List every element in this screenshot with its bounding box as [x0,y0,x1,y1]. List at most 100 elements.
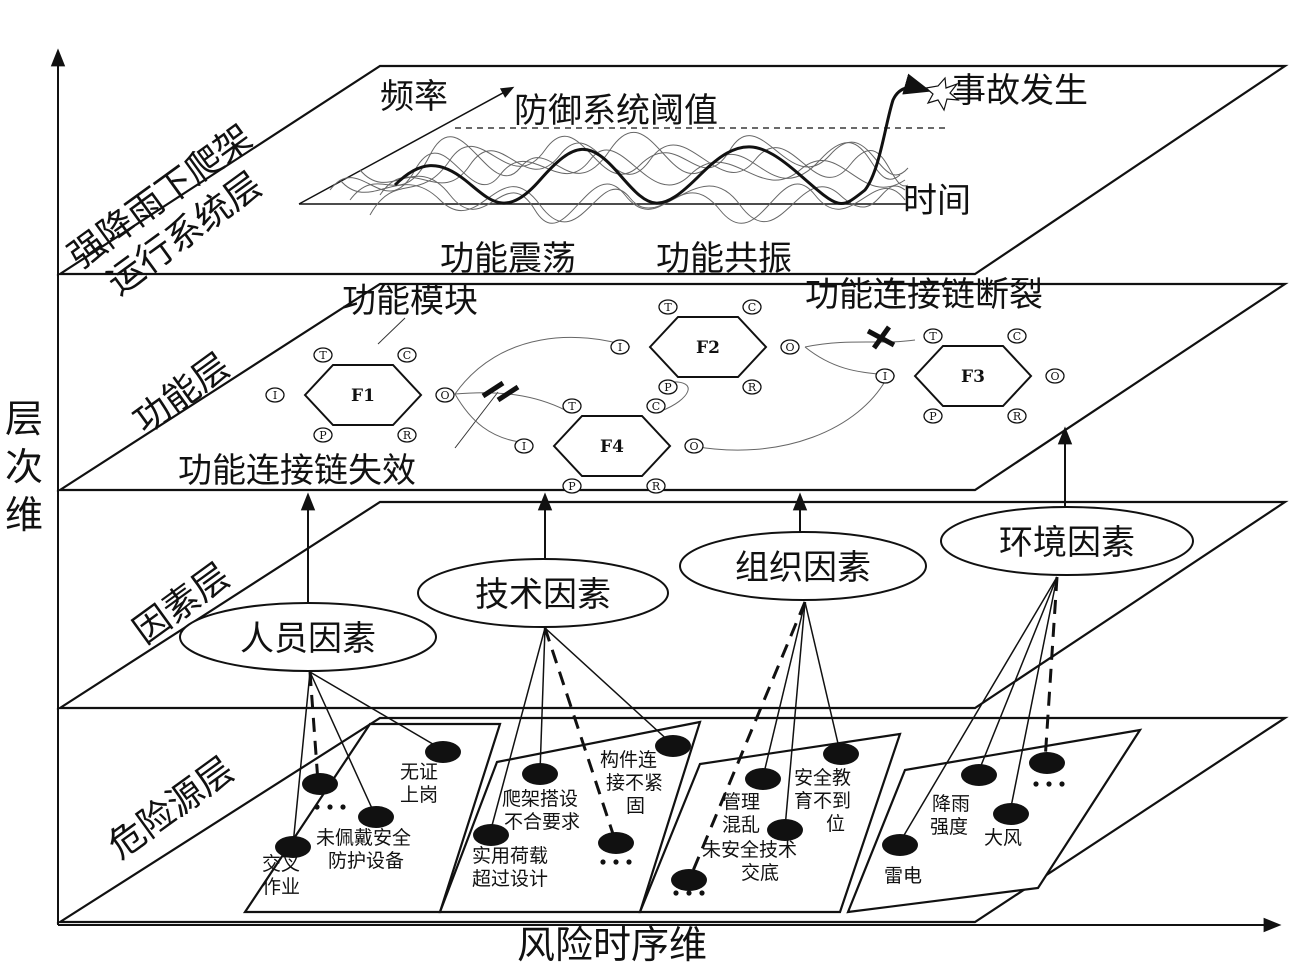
module-label: F3 [961,367,985,387]
module-hexagon [648,316,768,378]
hazard-node [522,763,558,785]
port-label: T [664,301,672,314]
hazard-node [358,806,394,828]
link-failure-marker [481,380,520,403]
organization-factor-node: 组织因素 [679,531,927,601]
hazard-label-no-cert-1: 无证 [400,761,438,783]
explosion-icon [924,76,960,112]
port-r [397,427,417,443]
ellipsis-dots [314,781,1065,896]
hazard-node [302,773,338,795]
technical-factor-node: 技术因素 [417,558,669,628]
port-p [658,379,678,395]
link-broken-marker [866,325,896,350]
hazard-node [473,824,509,846]
port-r [646,478,666,494]
hazard-node [993,803,1029,825]
hazard-label-load-2: 超过设计 [472,868,548,890]
port-label: O [689,440,698,453]
port-label: C [652,400,660,413]
accident-label: 事故发生 [952,71,1088,111]
port-t [658,299,678,315]
hazard-node [1029,752,1065,774]
hazard-label-no-ppe-1: 未佩戴安全 [316,827,411,849]
module-hexagon [552,415,672,477]
port-r [742,379,762,395]
port-label: I [618,341,622,354]
hazard-label-rain-2: 强度 [930,816,968,838]
port-label: O [785,341,794,354]
link-failure-leader [454,391,499,449]
hazard-label-no-cert-2: 上岗 [400,784,438,806]
hazard-label-briefing-1: 未安全技术 [702,839,797,861]
module-label: F2 [696,338,720,358]
port-o [684,438,704,454]
environment-factor-node: 环境因素 [940,506,1194,576]
hazard-node [745,768,781,790]
hazard-labels: 无证 上岗 未佩戴安全 防护设备 交叉 作业 构件连 接不紧 固 爬架搭设 不合… [262,749,1022,898]
technical-hazard-panel [438,720,702,914]
hazard-node [823,743,859,765]
port-t [562,398,582,414]
port-label: I [522,440,526,453]
port-p [313,427,333,443]
link-broken-label: 功能连接链断裂 [805,275,1043,315]
hazard-label-management-1: 管理 [722,791,760,813]
hazard-label-setup-1: 爬架搭设 [502,788,578,810]
port-label: T [319,349,327,362]
organization-factor-label: 组织因素 [735,548,871,588]
system-layer-plane [56,64,1289,276]
port-o [1045,368,1065,384]
hazard-node [598,832,634,854]
vertical-axis-label: 层 次 维 [5,397,43,537]
vertical-axis-char: 次 [5,445,43,489]
environment-hazard-panel [846,728,1143,914]
port-label: T [929,330,937,343]
module-label: 功能模块 [342,281,478,321]
hazard-nodes [275,735,1065,891]
hazard-label-education-3: 位 [826,813,845,835]
hazard-node [671,869,707,891]
time-label: 时间 [903,181,971,221]
port-label: I [273,389,277,402]
port-i [265,387,285,403]
hazard-label-no-ppe-2: 防护设备 [328,850,404,872]
port-o [780,339,800,355]
port-label: T [568,400,576,413]
port-label: R [1013,410,1022,423]
module-label-leader [377,317,406,345]
module-label: F4 [600,437,624,457]
hazard-node [275,836,311,858]
port-label: O [1050,370,1059,383]
port-c [646,398,666,414]
hazard-label-component-3: 固 [626,795,645,817]
hazard-label-component-1: 构件连 [600,749,657,771]
vertical-axis-char: 维 [5,493,43,537]
port-label: R [748,381,757,394]
oscillation-label: 功能震荡 [440,239,576,279]
port-o [435,387,455,403]
port-label: C [1013,330,1021,343]
resonance-curve [393,73,932,205]
port-label: R [403,429,412,442]
hazard-label-cross-work-2: 作业 [262,876,300,898]
hazard-links [292,576,1059,879]
port-label: I [883,370,887,383]
module-label: F1 [351,386,375,406]
link-failure-label: 功能连接链失效 [178,451,416,491]
environment-factor-label: 环境因素 [999,523,1135,563]
port-label: C [403,349,411,362]
human-factor-node: 人员因素 [179,602,437,672]
port-label: R [652,480,661,493]
port-c [397,347,417,363]
port-t [923,328,943,344]
hazard-label-management-2: 混乱 [722,814,760,836]
module-hexagon [913,345,1033,407]
port-r [1007,408,1027,424]
port-c [1007,328,1027,344]
hazard-label-wind: 大风 [984,827,1022,849]
